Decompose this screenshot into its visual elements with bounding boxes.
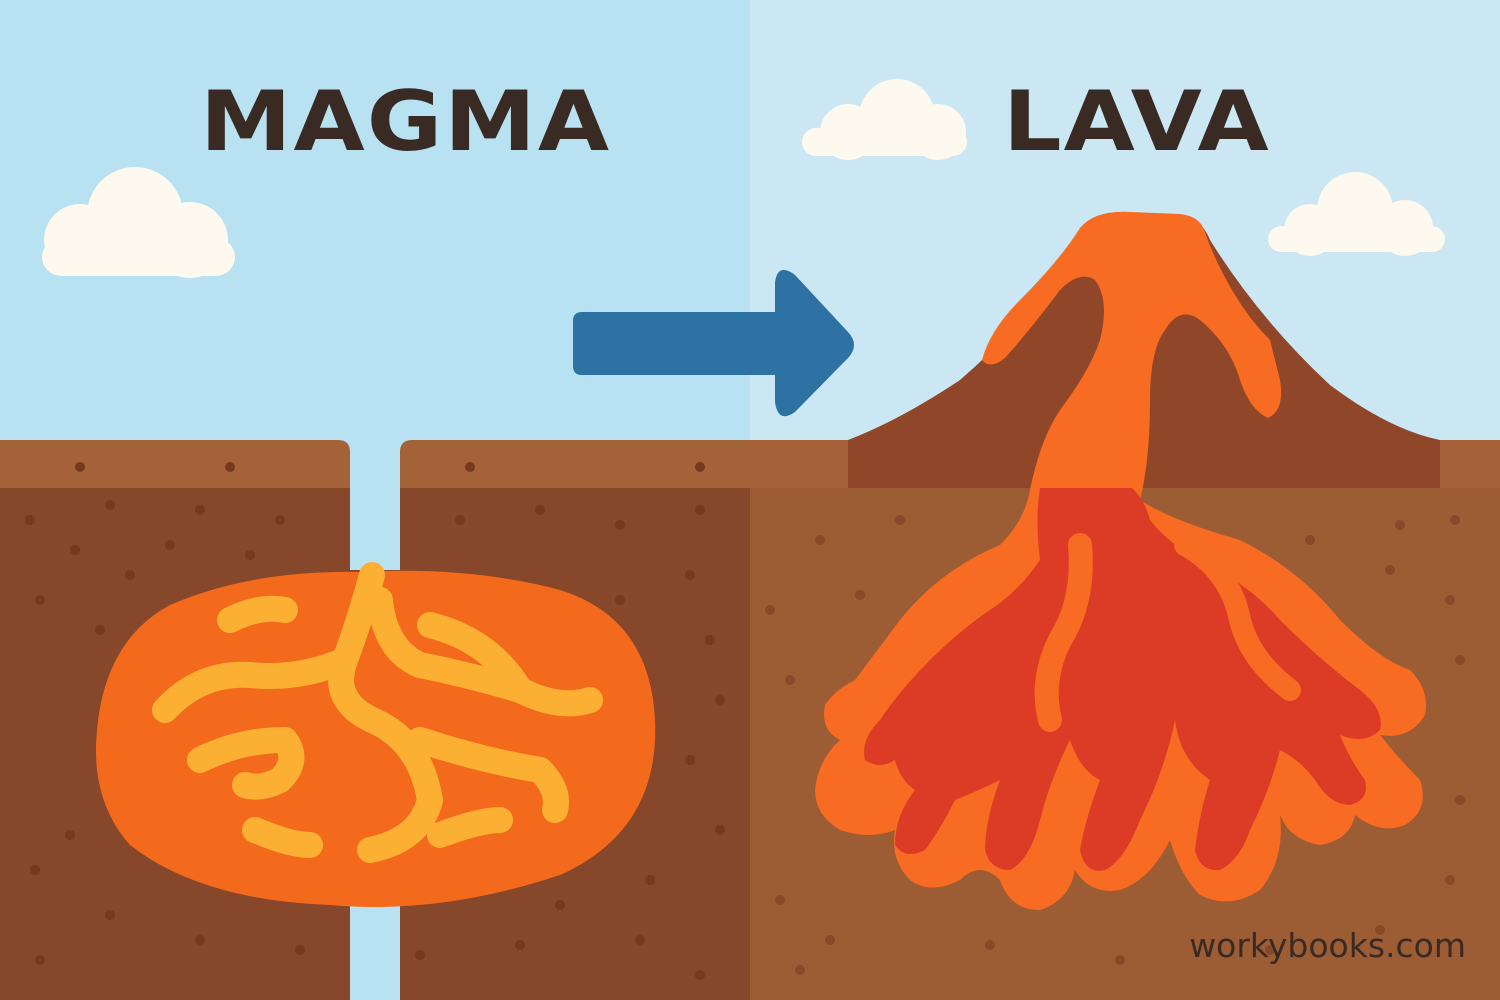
lava-title: LAVA: [1003, 73, 1271, 170]
cloud-right: [1268, 172, 1445, 256]
magma-chamber: [95, 562, 656, 907]
watermark-text: workybooks.com: [1189, 926, 1466, 965]
cloud-right-top: [802, 79, 967, 160]
vent-channel: [350, 440, 400, 570]
lava-flow: [815, 211, 1426, 911]
arrow-right-icon: [573, 269, 854, 417]
cloud-left: [42, 167, 235, 278]
magma-title: MAGMA: [200, 73, 612, 170]
